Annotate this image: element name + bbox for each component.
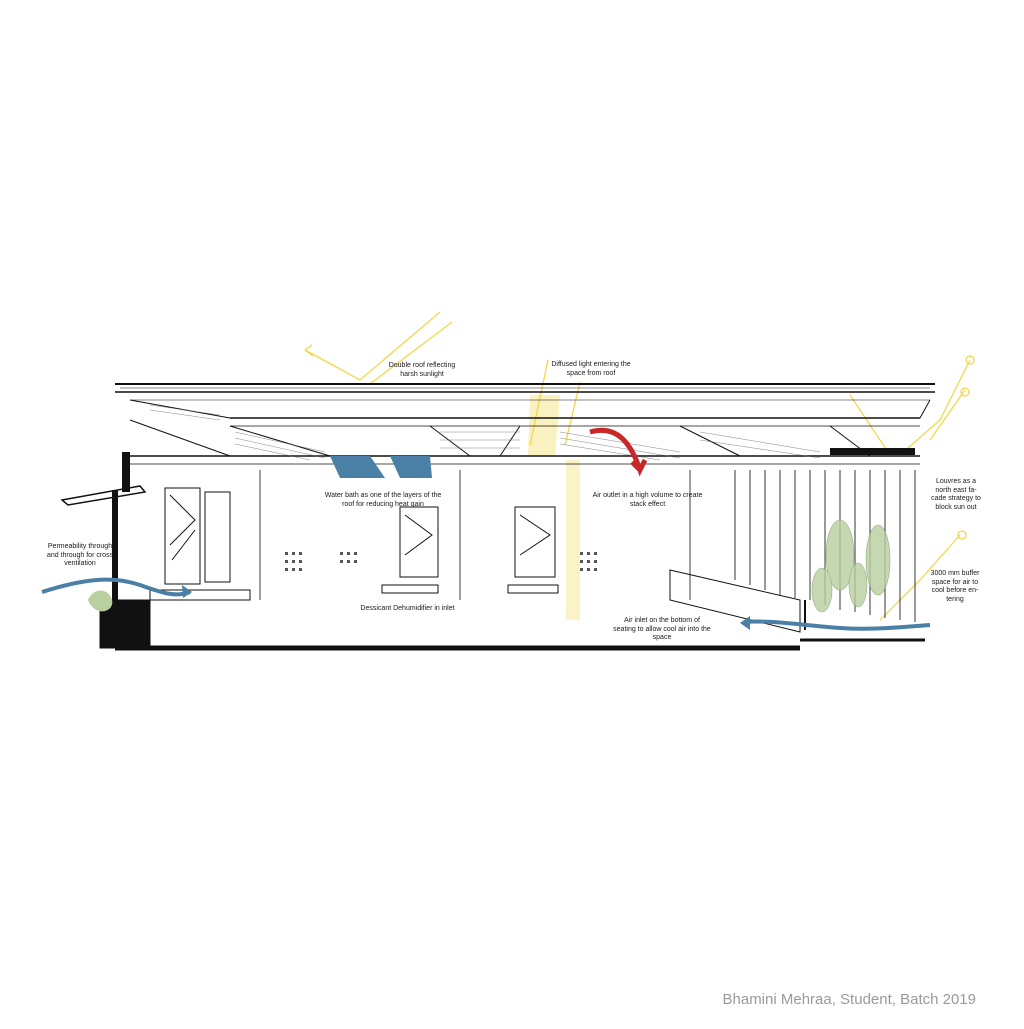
label-buffer: 3000 mm buffer space for air to cool bef…	[930, 570, 980, 603]
shrub	[88, 590, 113, 612]
dehumidifier	[381, 584, 559, 594]
jaali-pattern	[285, 552, 597, 571]
label-louvres: Louvres as a north east fa-cade strategy…	[931, 478, 981, 511]
roof	[115, 383, 935, 465]
label-dessicant: Dessicant Dehumidifier in inlet	[360, 605, 455, 612]
label-air-outlet: Air outlet in a high volume to create st…	[592, 492, 703, 508]
wind-arrowheads	[182, 585, 750, 630]
label-water-bath: Water bath as one of the layers of the r…	[324, 492, 442, 508]
water-bath	[330, 456, 432, 478]
wind-arrows	[41, 577, 931, 631]
windows	[164, 487, 556, 585]
awning	[60, 485, 147, 506]
roof-units	[122, 448, 915, 492]
diffused-light	[528, 395, 580, 620]
walls	[99, 470, 925, 651]
label-air-inlet: Air inlet on the bottom of seating to al…	[613, 617, 711, 641]
label-permeability: Permeability through and through for cro…	[46, 543, 114, 567]
credit-text: Bhamini Mehraa, Student, Batch 2019	[722, 991, 977, 1008]
label-double-roof: Double roof reflecting harsh sunlight	[388, 362, 456, 378]
hot-air-arrow	[589, 427, 648, 477]
label-diffused-light: Diffused light entering the space from r…	[551, 361, 631, 377]
trees	[811, 519, 891, 613]
roof-hatching	[149, 404, 821, 461]
